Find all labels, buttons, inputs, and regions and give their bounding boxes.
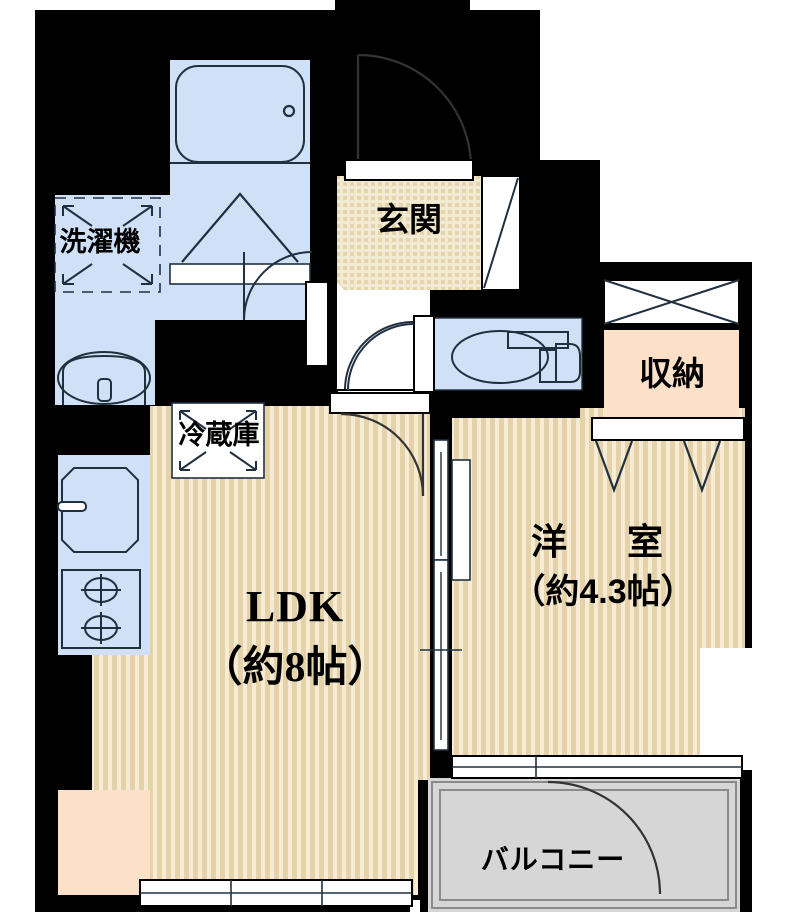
storage-window: [603, 279, 740, 325]
washroom-door: [243, 251, 329, 367]
ldk-corner-closet: [58, 790, 150, 895]
bath-entry-marker: [169, 192, 311, 285]
vanity-basin-icon: [57, 351, 151, 405]
storage-closet-area: [604, 330, 739, 418]
gas-stove-icon: [61, 569, 141, 649]
ldk-bedroom-sliding-door: [420, 439, 462, 751]
bedroom-floor: [452, 408, 745, 770]
balcony-area: [428, 778, 740, 912]
toilet-door: [347, 315, 435, 393]
genkan-closet: [481, 175, 521, 291]
toilet-area: [432, 318, 582, 390]
bedroom-side-window: [451, 459, 471, 581]
ldk-entry-door: [329, 392, 431, 497]
ldk-floor: [92, 398, 430, 895]
balcony-sliding-door: [451, 755, 743, 779]
ldk-bay-window: [139, 879, 413, 907]
genkan-area: [337, 176, 482, 290]
kitchen-counter-area: [58, 455, 150, 655]
toilet-icon: [431, 317, 583, 391]
entrance-door: [344, 53, 474, 181]
bathtub-icon: [170, 65, 310, 164]
washing-machine-slot: [54, 197, 161, 293]
kitchen-sink-icon: [57, 467, 139, 553]
entrance-hall-area: [337, 282, 430, 400]
closet-bifold-doors: [591, 417, 745, 494]
refrigerator-slot: [171, 402, 265, 479]
